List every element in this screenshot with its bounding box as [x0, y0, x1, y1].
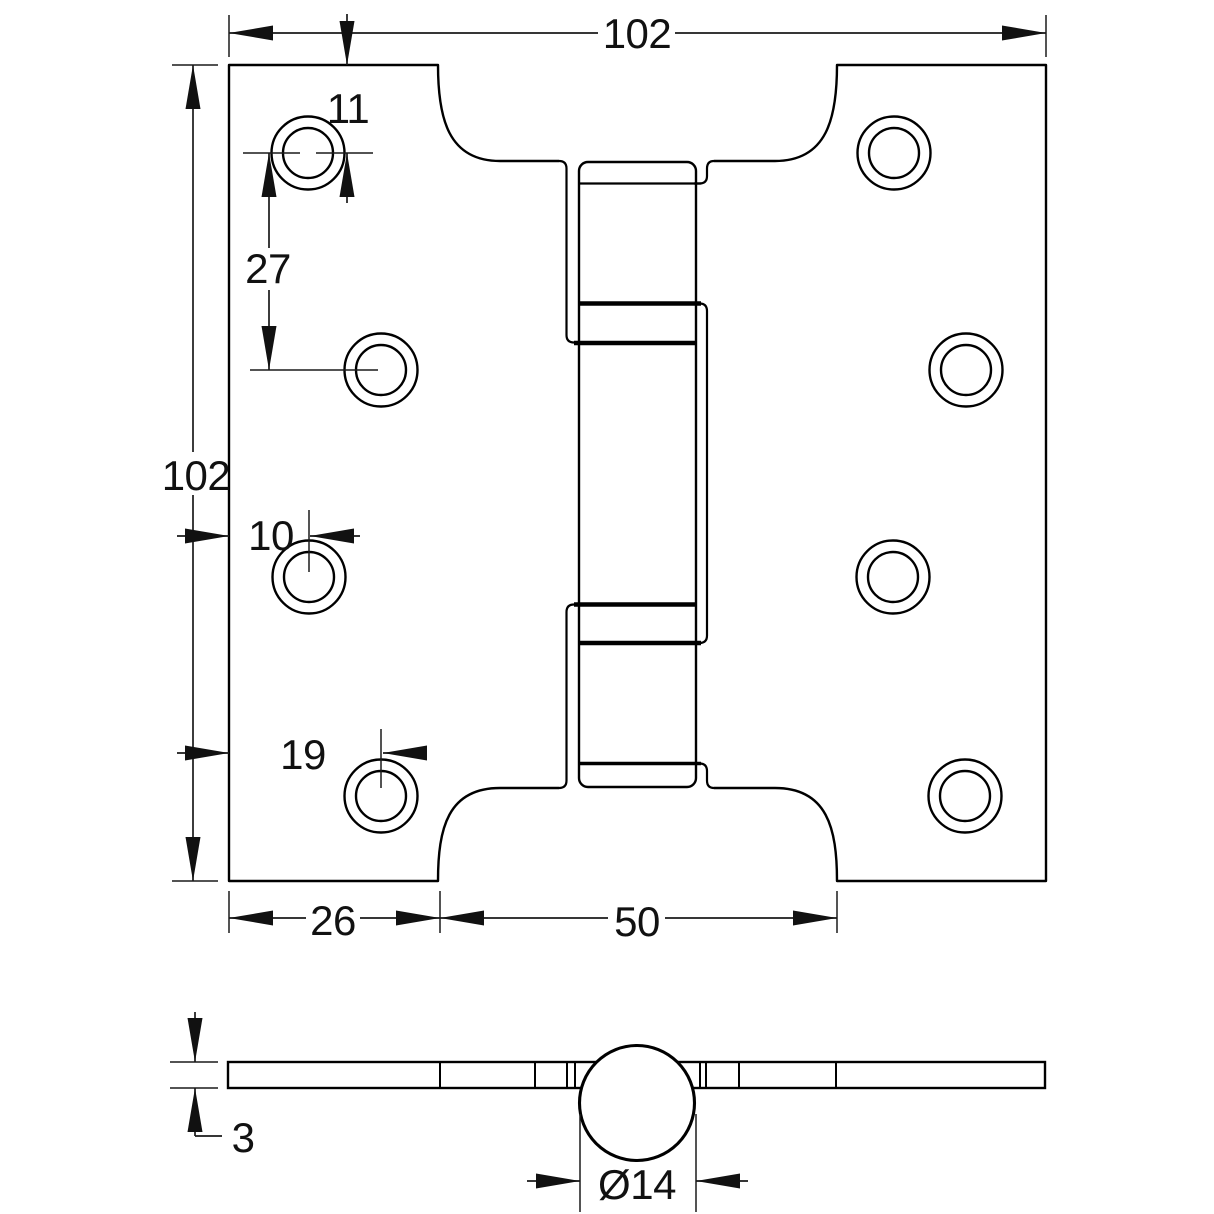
hinge-outline [227, 63, 1048, 883]
hole-inner-circle [939, 343, 993, 397]
dimension-label: 50 [614, 898, 660, 945]
hole-outer-circle [927, 758, 1003, 834]
side-view: 3 Ø14 [170, 1012, 1047, 1212]
front-view: 102 102 11 27 10 [162, 10, 1048, 945]
dimension-hole-edge-offset-small: 10 [177, 512, 360, 559]
screw-hole [927, 758, 1003, 834]
hole-outer-circle [856, 115, 932, 191]
hole-inner-circle [938, 769, 992, 823]
dimension-overall-width: 102 [228, 10, 1047, 57]
hole-outer-circle [928, 332, 1004, 408]
dimension-hole-pitch: 27 [245, 153, 291, 370]
screw-hole [856, 115, 932, 191]
hole-outer-circle [855, 539, 931, 615]
screw-hole [855, 539, 931, 615]
left-knuckle-edge-bottom [558, 603, 581, 790]
dimension-label: 11 [327, 85, 370, 132]
left-leaf-outline [227, 63, 559, 883]
right-knuckle-edge-top [694, 159, 715, 185]
dimension-label: 102 [162, 452, 231, 499]
right-leaf-outline [714, 63, 1048, 883]
dimension-label: 26 [310, 897, 356, 944]
knuckle-profile-circle [577, 1043, 697, 1163]
screw-hole [928, 332, 1004, 408]
dimension-cutout-width: 50 [440, 891, 838, 945]
right-knuckle-edge-bottom [694, 762, 715, 790]
dimension-leaf-thickness: 3 [170, 1012, 255, 1161]
hole-inner-circle [866, 550, 920, 604]
barrel-outline [577, 160, 698, 789]
dimension-hole-top-offset: 11 [327, 14, 370, 203]
dimension-label: Ø14 [598, 1161, 676, 1208]
right-knuckle-edge-middle [694, 302, 709, 645]
dimension-knuckle-diameter: Ø14 [527, 1114, 748, 1212]
dimension-hole-edge-offset-large: 19 [177, 731, 427, 778]
hinge-knuckle [558, 159, 715, 790]
dimension-leaf-flat-width: 26 [228, 891, 441, 944]
dimension-label: 27 [245, 245, 291, 292]
screw-holes [270, 115, 1004, 834]
dimension-label: 10 [248, 512, 294, 559]
dimension-label: 102 [603, 10, 672, 57]
left-knuckle-edge-top [558, 159, 581, 344]
dimension-overall-height: 102 [162, 64, 231, 882]
dimension-label: 3 [232, 1114, 255, 1161]
dimension-label: 19 [280, 731, 326, 778]
hole-inner-circle [867, 126, 921, 180]
